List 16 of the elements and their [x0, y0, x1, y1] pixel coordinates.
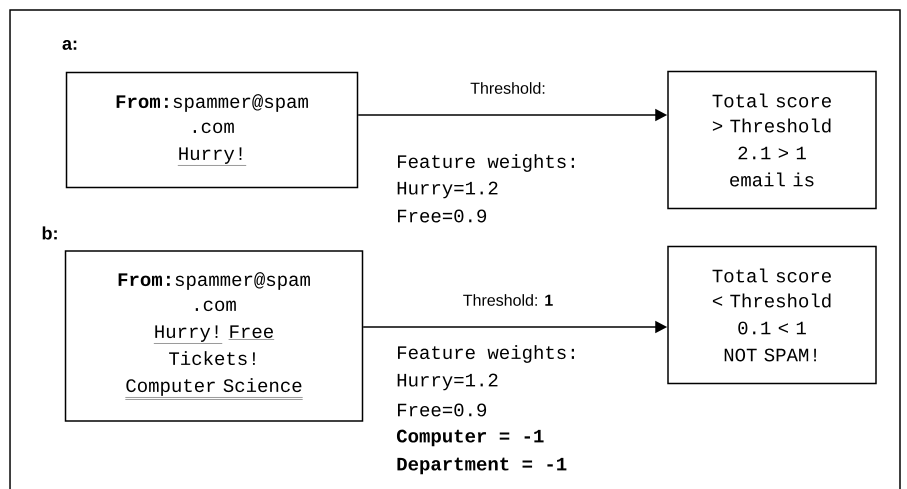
- feature-weight: Computer = -1: [396, 430, 544, 446]
- feature-weight: Free=0.9: [398, 404, 486, 416]
- email-box: From:spammer@spam .com Hurry!: [66, 72, 358, 188]
- result-box: Total score < Threshold 0.1 < 1 NOT SPAM!: [667, 246, 877, 384]
- feature-weight: Hurry=1.2: [398, 374, 498, 390]
- edge-label: Threshold: 1: [463, 294, 553, 306]
- panel-label: a:: [62, 40, 76, 50]
- email-box: From:spammer@spam .com Hurry! Free Tickets! Computer Science: [64, 250, 364, 422]
- feature-weight: Free=0.9: [398, 210, 486, 222]
- feature-weight: Department = -1: [397, 458, 566, 474]
- edge-label: Threshold:: [470, 82, 544, 94]
- panel-label: b:: [42, 226, 57, 240]
- feature-weight: Hurry=1.2: [398, 182, 498, 198]
- result-box: Total score > Threshold 2.1 > 1 email is: [667, 70, 877, 210]
- feature-weight: Feature weights:: [398, 345, 574, 363]
- feature-weight: Feature weights:: [398, 154, 574, 172]
